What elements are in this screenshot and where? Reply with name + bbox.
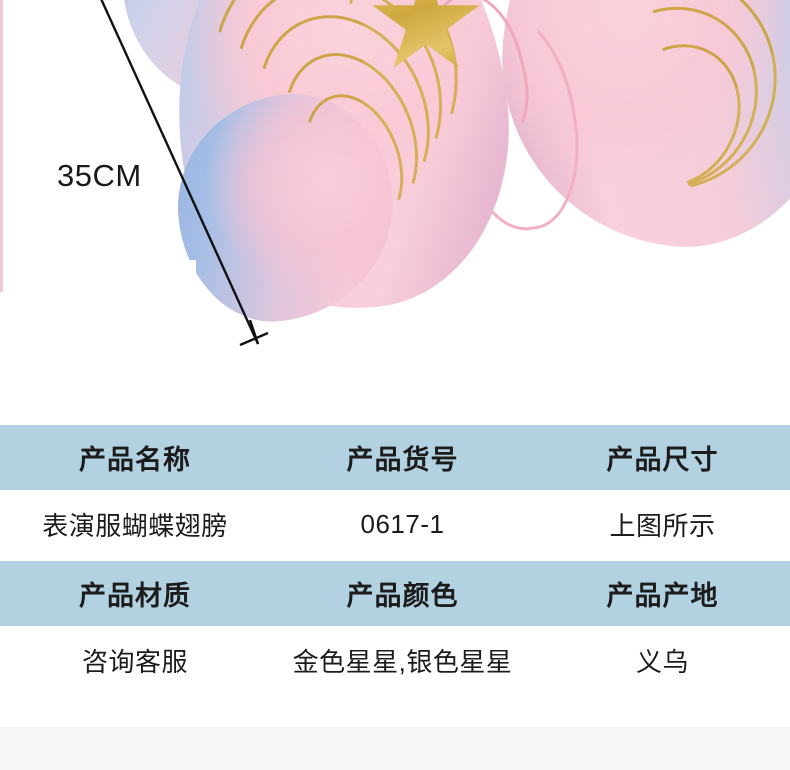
spec-value-row-2: 咨询客服 金色星星,银色星星 义乌 (0, 626, 790, 694)
spec-header-product-name: 产品名称 (79, 445, 191, 475)
spec-header-row-2: 产品材质 产品颜色 产品产地 (0, 561, 790, 626)
spec-value-row-1: 表演服蝴蝶翅膀 0617-1 上图所示 (0, 490, 790, 558)
spec-row-divider (0, 558, 790, 561)
product-photo: 35CM (0, 0, 790, 420)
butterfly-wings-artwork (92, 0, 790, 331)
spec-header-product-color: 产品颜色 (346, 581, 459, 611)
spec-value-product-origin: 义乌 (635, 646, 689, 677)
spec-value-product-name: 表演服蝴蝶翅膀 (42, 510, 228, 541)
spec-value-product-material: 咨询客服 (81, 646, 188, 677)
spec-header-product-code: 产品货号 (346, 445, 459, 475)
spec-value-product-code: 0617-1 (360, 508, 445, 539)
spec-value-product-size: 上图所示 (609, 510, 716, 541)
footer-strip (0, 727, 790, 770)
spec-value-product-color: 金色星星,银色星星 (292, 646, 513, 677)
spec-header-row-1: 产品名称 产品货号 产品尺寸 (0, 425, 790, 490)
product-spec-table: 产品名称 产品货号 产品尺寸 表演服蝴蝶翅膀 0617-1 上图所示 产品材质 … (0, 425, 790, 694)
spec-header-product-origin: 产品产地 (606, 581, 719, 611)
spec-header-product-material: 产品材质 (79, 581, 191, 611)
left-edge-pink-rule (0, 0, 3, 292)
dimension-label: 35CM (57, 158, 142, 193)
photo-whitespace-mask (0, 362, 790, 420)
spec-header-product-size: 产品尺寸 (606, 445, 719, 475)
